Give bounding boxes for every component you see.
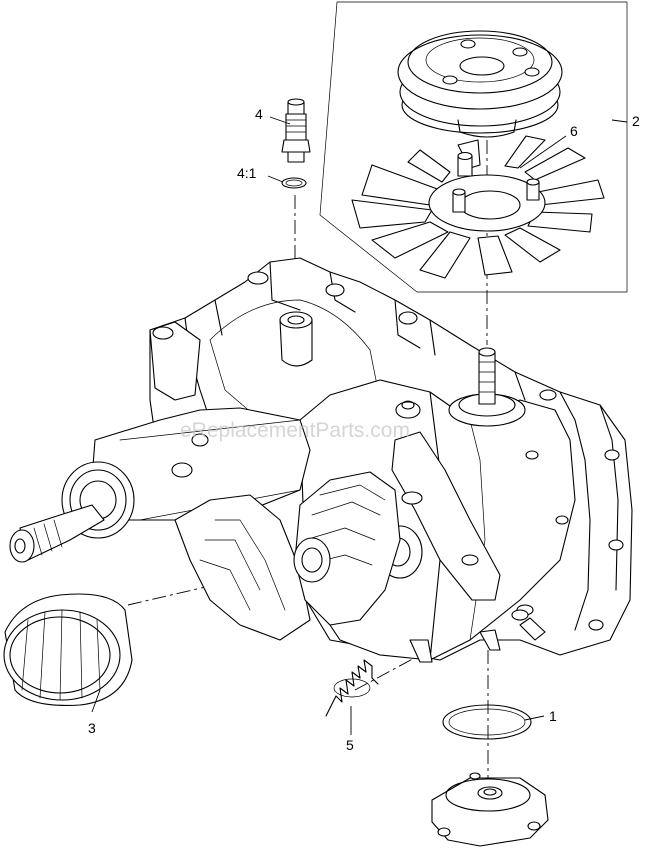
vent-o-ring[interactable]	[281, 177, 307, 189]
filter-base-cover[interactable]	[431, 772, 549, 847]
pulley[interactable]	[397, 30, 563, 138]
oil-filter[interactable]	[3, 593, 133, 706]
leader-lines	[91, 116, 628, 735]
callout-labels: 4 4:1 2 6 3 5 1	[88, 106, 640, 753]
housing-o-ring[interactable]	[442, 704, 532, 740]
cooling-fan[interactable]	[351, 135, 605, 279]
center-gear-housing	[293, 471, 401, 626]
vent-fitting[interactable]	[281, 98, 311, 163]
callout-2: 2	[632, 113, 640, 129]
kit-box	[319, 1, 628, 293]
return-spring[interactable]	[325, 659, 379, 717]
callout-5: 5	[346, 737, 354, 753]
axle-assembly	[9, 407, 311, 641]
callout-6: 6	[570, 123, 578, 139]
callout-4: 4	[255, 106, 263, 122]
callout-3: 3	[88, 720, 96, 736]
watermark: eReplacementParts.com	[180, 419, 410, 442]
callout-1: 1	[549, 708, 557, 724]
callout-4-1: 4:1	[237, 165, 257, 181]
